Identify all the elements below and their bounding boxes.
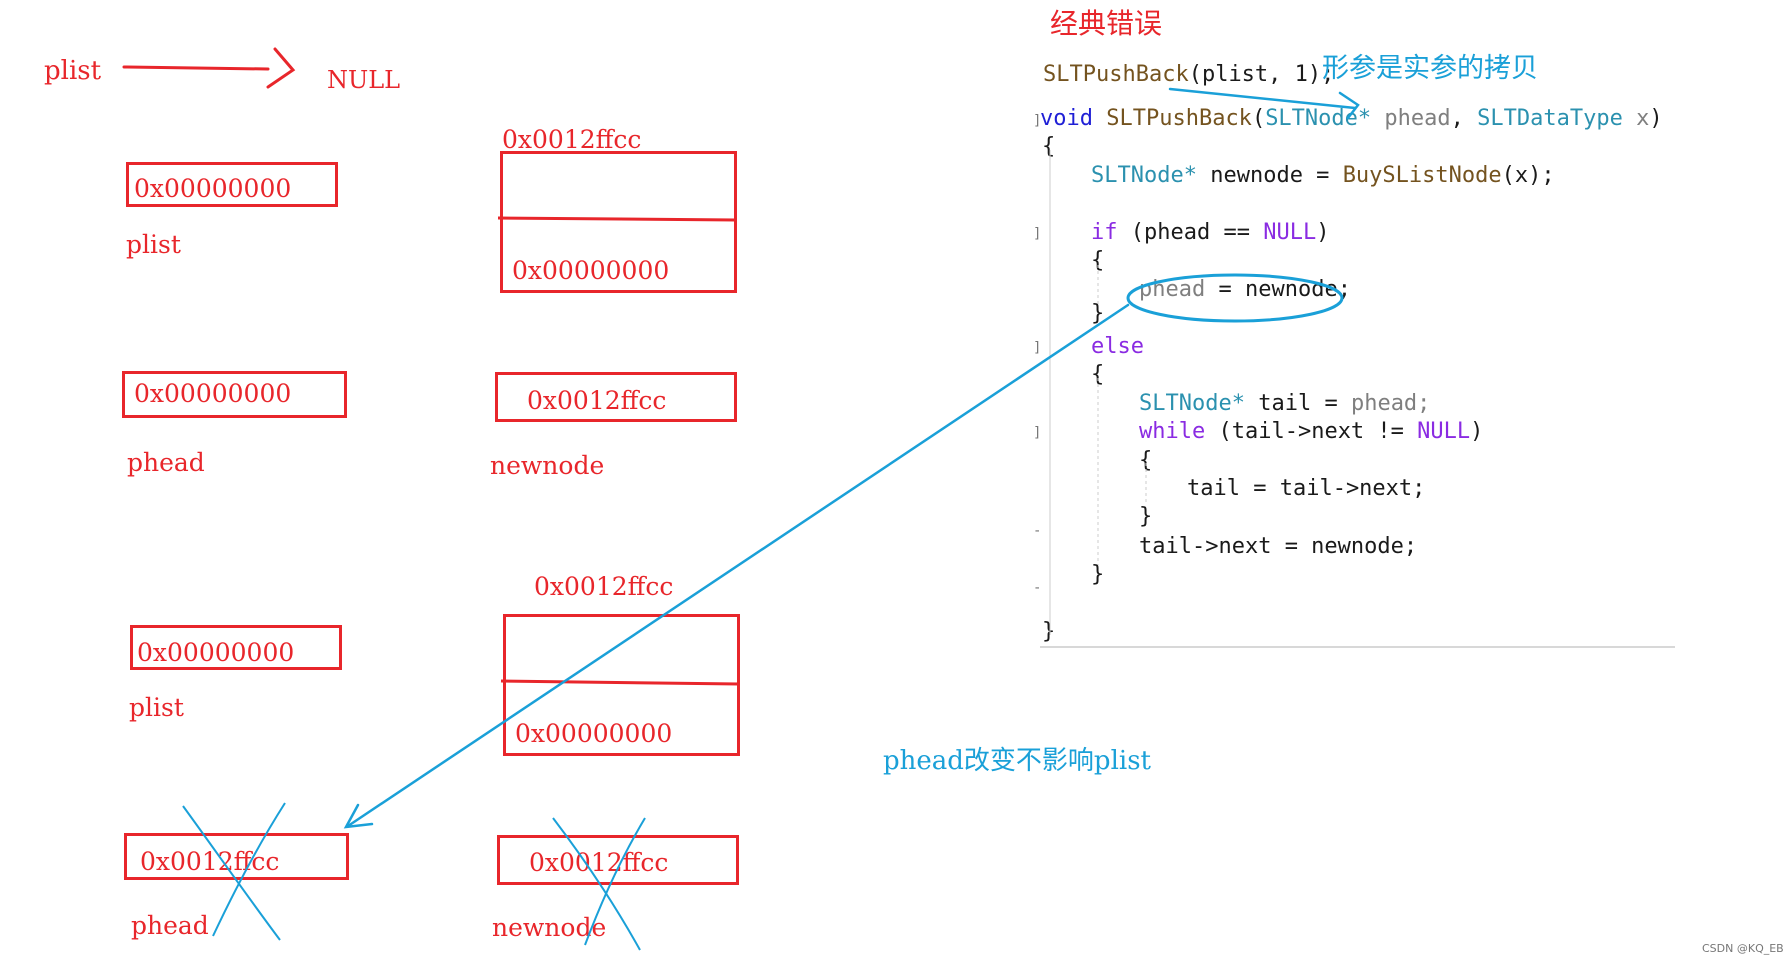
- code-void-kw: void: [1040, 106, 1093, 131]
- code-call-args: (plist, 1);: [1188, 62, 1335, 87]
- phead-cross-mark: [182, 802, 286, 941]
- code-sig-type1: SLTNode*: [1265, 106, 1372, 131]
- code-sig-close: ): [1649, 106, 1663, 131]
- code-if-line: if (phead == NULL): [1091, 222, 1329, 244]
- code-sig-comma: ,: [1450, 106, 1464, 131]
- code-tail-phead: phead;: [1350, 391, 1431, 416]
- code-while-close: ): [1470, 419, 1484, 444]
- code-call-line: SLTPushBack(plist, 1);: [1043, 64, 1334, 86]
- assign-highlight-ellipse: [1126, 273, 1344, 323]
- newnode-box-1: [495, 372, 737, 422]
- code-tail-type: SLTNode*: [1139, 391, 1245, 416]
- node-box-1: [500, 151, 737, 293]
- code-tail-step: tail = tail->next;: [1187, 476, 1426, 501]
- node-next-1: 0x00000000: [512, 256, 670, 285]
- plist-box-1: [126, 162, 338, 207]
- code-decl-var: newnode =: [1210, 163, 1330, 188]
- node-address-1: 0x0012ffcc: [502, 125, 642, 154]
- node-box-2-divider: [500, 679, 740, 686]
- code-decl-type: SLTNode*: [1091, 163, 1197, 188]
- code-call-fn: SLTPushBack: [1043, 62, 1189, 87]
- phead-change-arrow: [343, 303, 1130, 829]
- code-decl-args: (x);: [1501, 163, 1555, 188]
- code-decl-fn: BuySListNode: [1342, 163, 1502, 188]
- code-else-kw: else: [1091, 334, 1144, 359]
- code-if-cond: (phead ==: [1130, 220, 1250, 245]
- code-collapse-markers: ] ] ] ] - -: [1033, 113, 1041, 596]
- node-next-2: 0x00000000: [515, 719, 673, 748]
- code-sig-param2: x: [1636, 106, 1650, 131]
- code-decl-line: SLTNode* newnode = BuySListNode(x);: [1091, 165, 1555, 187]
- code-tail-decl: SLTNode* tail = phead;: [1139, 393, 1430, 415]
- code-rbrace-3: }: [1091, 562, 1105, 587]
- code-tail-var: tail =: [1258, 391, 1338, 416]
- code-lbrace-1: {: [1042, 134, 1056, 159]
- code-rbrace-2: }: [1091, 301, 1105, 326]
- plist-box-1-value: 0x00000000: [134, 174, 292, 203]
- phead-box-2: [124, 833, 349, 880]
- newnode-box-2: [497, 835, 739, 885]
- code-while-cond: (tail->next !=: [1218, 419, 1404, 444]
- code-sig-param1: phead: [1384, 106, 1451, 131]
- code-while-kw: while: [1139, 419, 1206, 444]
- code-gutter: [1040, 150, 1675, 648]
- plist-box-2: [130, 625, 342, 670]
- plist-label-1: plist: [126, 230, 181, 259]
- null-label: NULL: [327, 66, 401, 94]
- code-tail-link: tail->next = newnode;: [1139, 534, 1418, 559]
- svg-text:]: ]: [1033, 340, 1041, 356]
- code-rbrace-1: }: [1042, 619, 1056, 644]
- svg-text:]: ]: [1033, 226, 1041, 242]
- copy-arrow: [1168, 87, 1360, 120]
- code-rbrace-4: }: [1139, 504, 1153, 529]
- svg-text:-: -: [1033, 523, 1041, 539]
- code-sig-open: (: [1251, 106, 1266, 131]
- watermark: CSDN @KQ_EB: [1702, 942, 1784, 955]
- plist-label-2: plist: [129, 693, 184, 722]
- code-else-line: else: [1091, 336, 1144, 358]
- phead-label-2: phead: [131, 911, 209, 940]
- plist-null-arrow: [122, 47, 296, 89]
- plist-top-label: plist: [44, 56, 102, 86]
- phead-label-1: phead: [127, 448, 205, 477]
- code-while-null: NULL: [1417, 419, 1471, 444]
- newnode-label-2: newnode: [492, 913, 607, 942]
- newnode-label-1: newnode: [490, 451, 605, 480]
- code-sig-fn: SLTPushBack: [1106, 106, 1252, 131]
- code-if-null: NULL: [1263, 220, 1317, 245]
- phead-box-1-value: 0x00000000: [134, 379, 292, 408]
- title-classic-error: 经典错误: [1050, 7, 1163, 40]
- svg-text:]: ]: [1033, 425, 1041, 441]
- code-lbrace-4: {: [1139, 448, 1153, 473]
- code-while-line: while (tail->next != NULL): [1139, 421, 1483, 443]
- code-if-kw: if: [1091, 220, 1118, 245]
- code-signature-line: void SLTPushBack(SLTNode* phead, SLTData…: [1040, 108, 1663, 130]
- newnode-cross-mark: [552, 817, 646, 951]
- code-lbrace-2: {: [1091, 248, 1105, 273]
- svg-text:-: -: [1033, 580, 1041, 596]
- newnode-box-2-value: 0x0012ffcc: [529, 848, 669, 877]
- code-lbrace-3: {: [1091, 362, 1105, 387]
- code-sig-type2: SLTDataType: [1477, 106, 1623, 131]
- phead-box-1: [122, 371, 347, 418]
- code-if-close: ): [1316, 220, 1330, 245]
- svg-text:]: ]: [1033, 113, 1041, 129]
- newnode-box-1-value: 0x0012ffcc: [527, 386, 667, 415]
- node-address-2: 0x0012ffcc: [534, 572, 674, 601]
- node-box-1-divider: [497, 216, 737, 222]
- effect-note: phead改变不影响plist: [883, 746, 1151, 776]
- plist-box-2-value: 0x00000000: [137, 638, 295, 667]
- copy-note: 形参是实参的拷贝: [1322, 53, 1538, 84]
